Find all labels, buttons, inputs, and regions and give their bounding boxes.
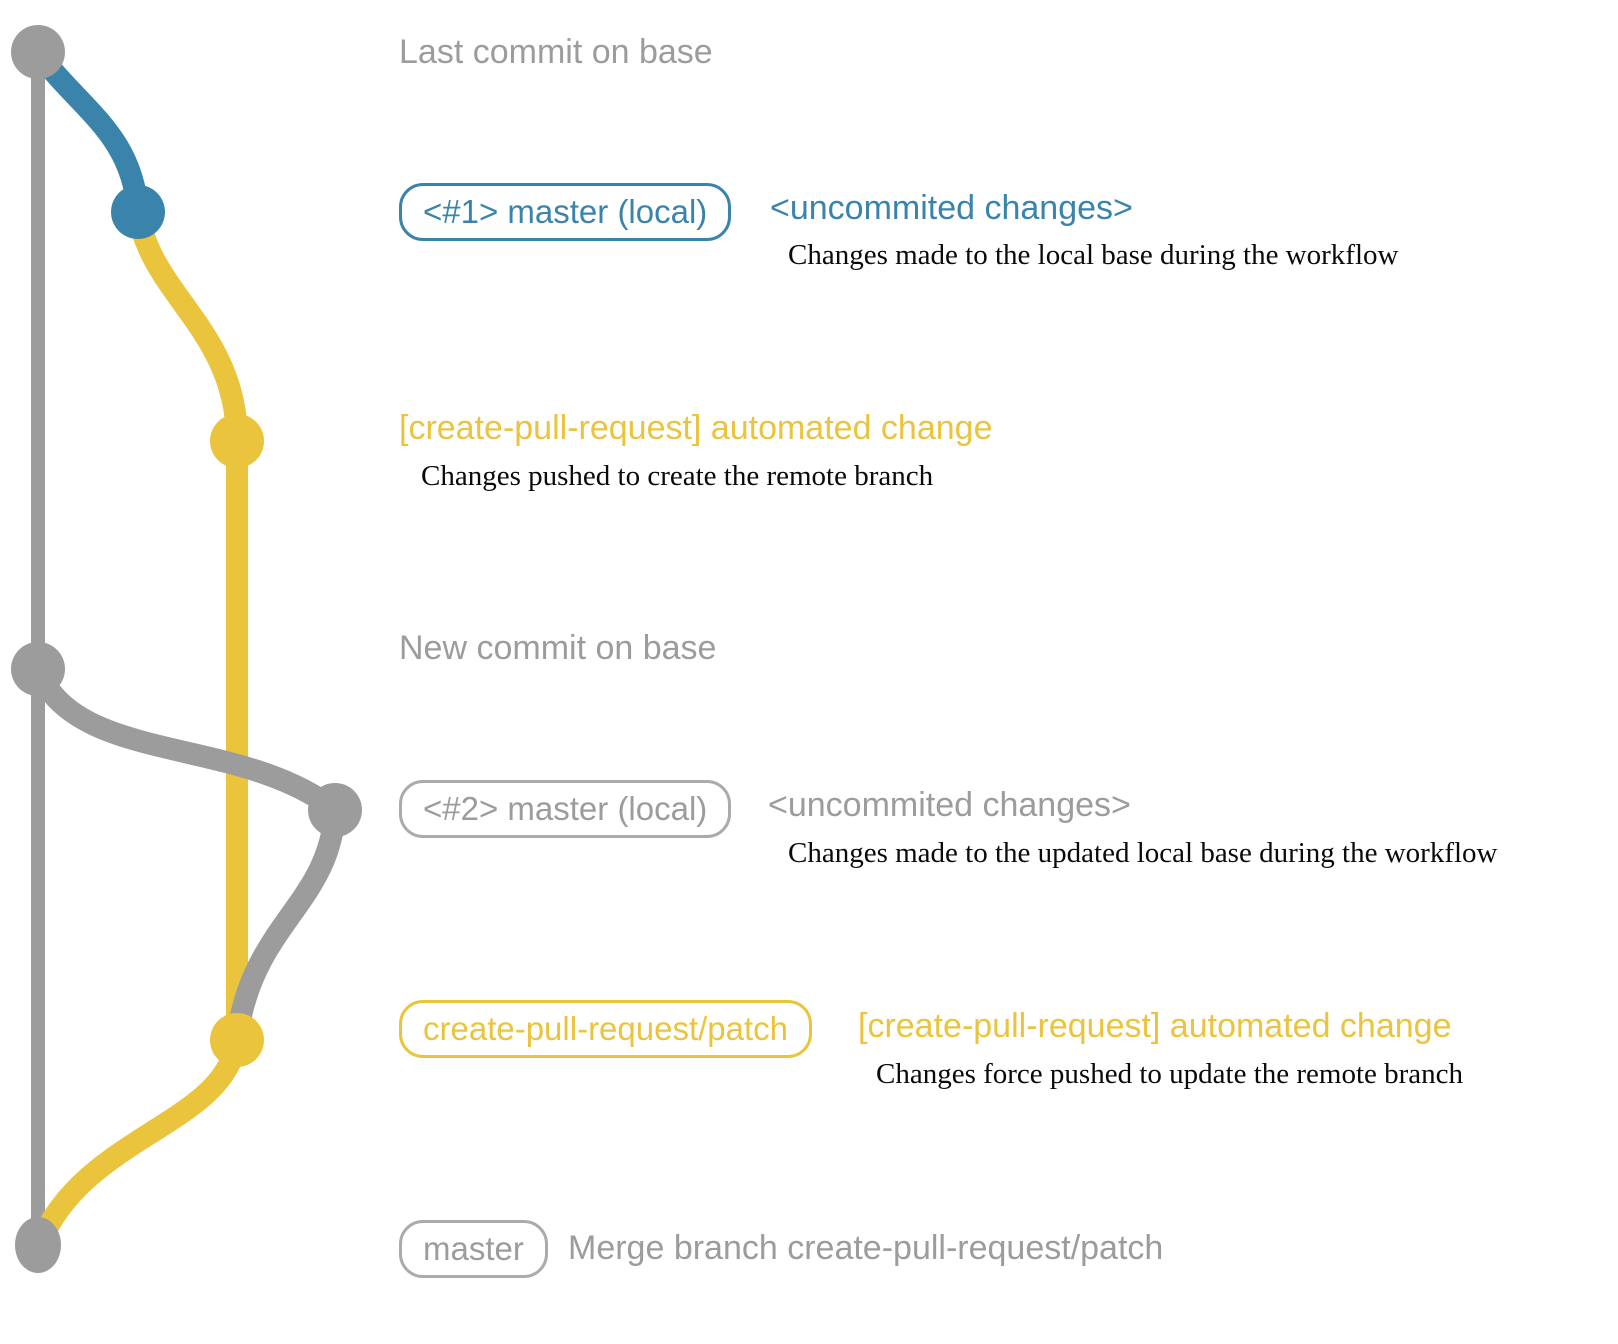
patch-branch-merge-curve bbox=[29, 1037, 248, 1248]
commit-node-patch-1 bbox=[210, 414, 264, 468]
commit-node-local-master-1 bbox=[111, 185, 165, 239]
note-automated-change-1: [create-pull-request] automated change bbox=[399, 409, 993, 447]
note-automated-change-2: [create-pull-request] automated change bbox=[858, 1007, 1452, 1045]
badge-master-local-2: <#2> master (local) bbox=[399, 780, 732, 838]
commit-graph bbox=[11, 25, 362, 1273]
commit-node-merge bbox=[15, 1217, 61, 1273]
badge-master-local-1: <#1> master (local) bbox=[399, 183, 732, 241]
commit-node-patch-2 bbox=[210, 1013, 264, 1067]
local-master-2-force-push-curve bbox=[226, 809, 346, 1042]
note-uncommited-changes-1: <uncommited changes> bbox=[770, 189, 1133, 227]
note-merge-branch: Merge branch create-pull-request/patch bbox=[568, 1229, 1164, 1267]
label-last-commit-on-base: Last commit on base bbox=[399, 33, 713, 71]
local-master-2-branch-line bbox=[27, 664, 342, 819]
note-uncommited-changes-2: <uncommited changes> bbox=[768, 786, 1131, 824]
badge-create-pull-request-patch: create-pull-request/patch bbox=[399, 1000, 813, 1058]
commit-node-new-commit-on-base bbox=[11, 642, 65, 696]
commit-node-local-master-2 bbox=[308, 783, 362, 837]
desc-changes-pushed: Changes pushed to create the remote bran… bbox=[421, 460, 934, 492]
badge-master: master bbox=[399, 1220, 548, 1278]
commit-node-last-commit-on-base bbox=[11, 25, 65, 79]
desc-updated-local-base-changes: Changes made to the updated local base d… bbox=[788, 837, 1498, 869]
local-master-1-branch-line bbox=[29, 45, 149, 214]
desc-local-base-changes: Changes made to the local base during th… bbox=[788, 239, 1399, 271]
desc-changes-force-pushed: Changes force pushed to update the remot… bbox=[876, 1058, 1464, 1090]
label-new-commit-on-base: New commit on base bbox=[399, 629, 717, 667]
patch-branch-curve-top bbox=[127, 210, 248, 442]
